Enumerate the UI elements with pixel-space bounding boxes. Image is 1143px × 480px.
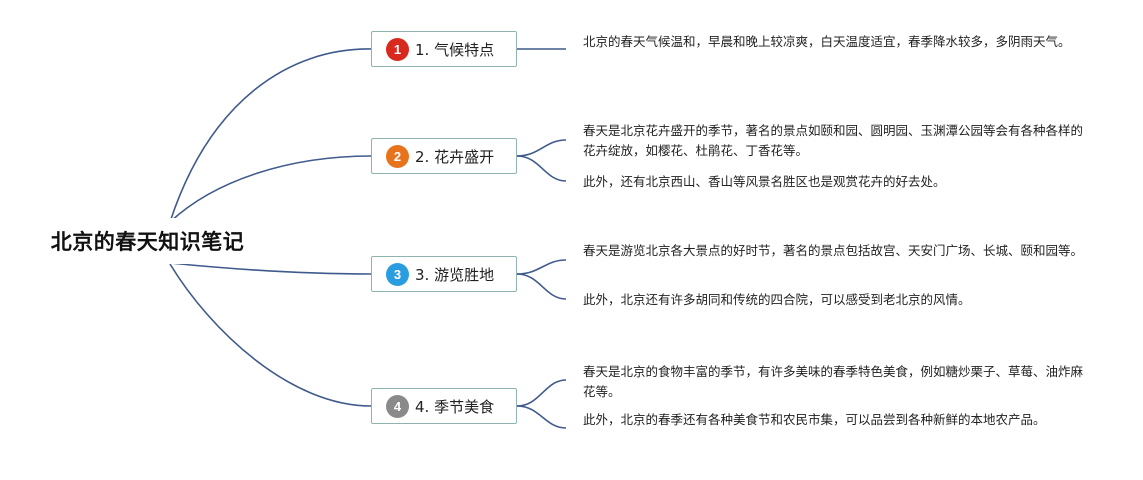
branch-topic-4[interactable]: 4 4. 季节美食 (371, 388, 517, 424)
note-3-1[interactable]: 春天是游览北京各大景点的好时节，著名的景点包括故宫、天安门广场、长城、颐和园等。 (583, 243, 1084, 258)
connector-root-branch-1 (169, 48, 372, 223)
connector-branch-3-note-1 (516, 259, 567, 275)
number-4-badge-icon: 4 (386, 394, 409, 418)
note-1-1[interactable]: 北京的春天气候温和，早晨和晚上较凉爽，白天温度适宜，春季降水较多，多阴雨天气。 (583, 34, 1071, 49)
branch-topic-2[interactable]: 2 2. 花卉盛开 (371, 138, 517, 174)
connector-root-branch-4 (169, 263, 372, 407)
branch-topic-label: 3. 游览胜地 (415, 265, 495, 284)
number-2-badge-icon: 2 (386, 144, 409, 168)
branch-topic-label: 4. 季节美食 (415, 397, 495, 416)
note-3-2[interactable]: 此外，北京还有许多胡同和传统的四合院，可以感受到老北京的风情。 (583, 292, 971, 307)
connector-branch-2-note-2 (516, 155, 567, 182)
number-3-badge-icon: 3 (386, 262, 409, 286)
root-topic-title: 北京的春天知识笔记 (50, 230, 245, 254)
branch-topic-1[interactable]: 1 1. 气候特点 (371, 31, 517, 67)
note-2-1[interactable]: 春天是北京花卉盛开的季节，著名的景点如颐和园、圆明园、玉渊潭公园等会有各种各样的… (583, 123, 1084, 158)
branch-topic-label: 1. 气候特点 (415, 40, 495, 59)
connector-branch-4-note-1 (516, 379, 567, 407)
connector-branch-4-note-2 (516, 405, 567, 429)
connector-branch-2-note-1 (516, 139, 567, 157)
branch-topic-label: 2. 花卉盛开 (415, 147, 495, 166)
connector-root-branch-3 (169, 262, 372, 275)
root-topic[interactable]: 北京的春天知识笔记 (26, 218, 269, 264)
branch-topic-3[interactable]: 3 3. 游览胜地 (371, 256, 517, 292)
note-2-2[interactable]: 此外，还有北京西山、香山等风景名胜区也是观赏花卉的好去处。 (583, 174, 946, 189)
connector-root-branch-2 (169, 155, 372, 223)
note-4-1[interactable]: 春天是北京的食物丰富的季节，有许多美味的春季特色美食，例如糖炒栗子、草莓、油炸麻… (583, 364, 1084, 399)
connector-branch-3-note-2 (516, 273, 567, 300)
note-4-2[interactable]: 此外，北京的春季还有各种美食节和农民市集，可以品尝到各种新鲜的本地农产品。 (583, 412, 1046, 427)
number-1-badge-icon: 1 (386, 37, 409, 61)
